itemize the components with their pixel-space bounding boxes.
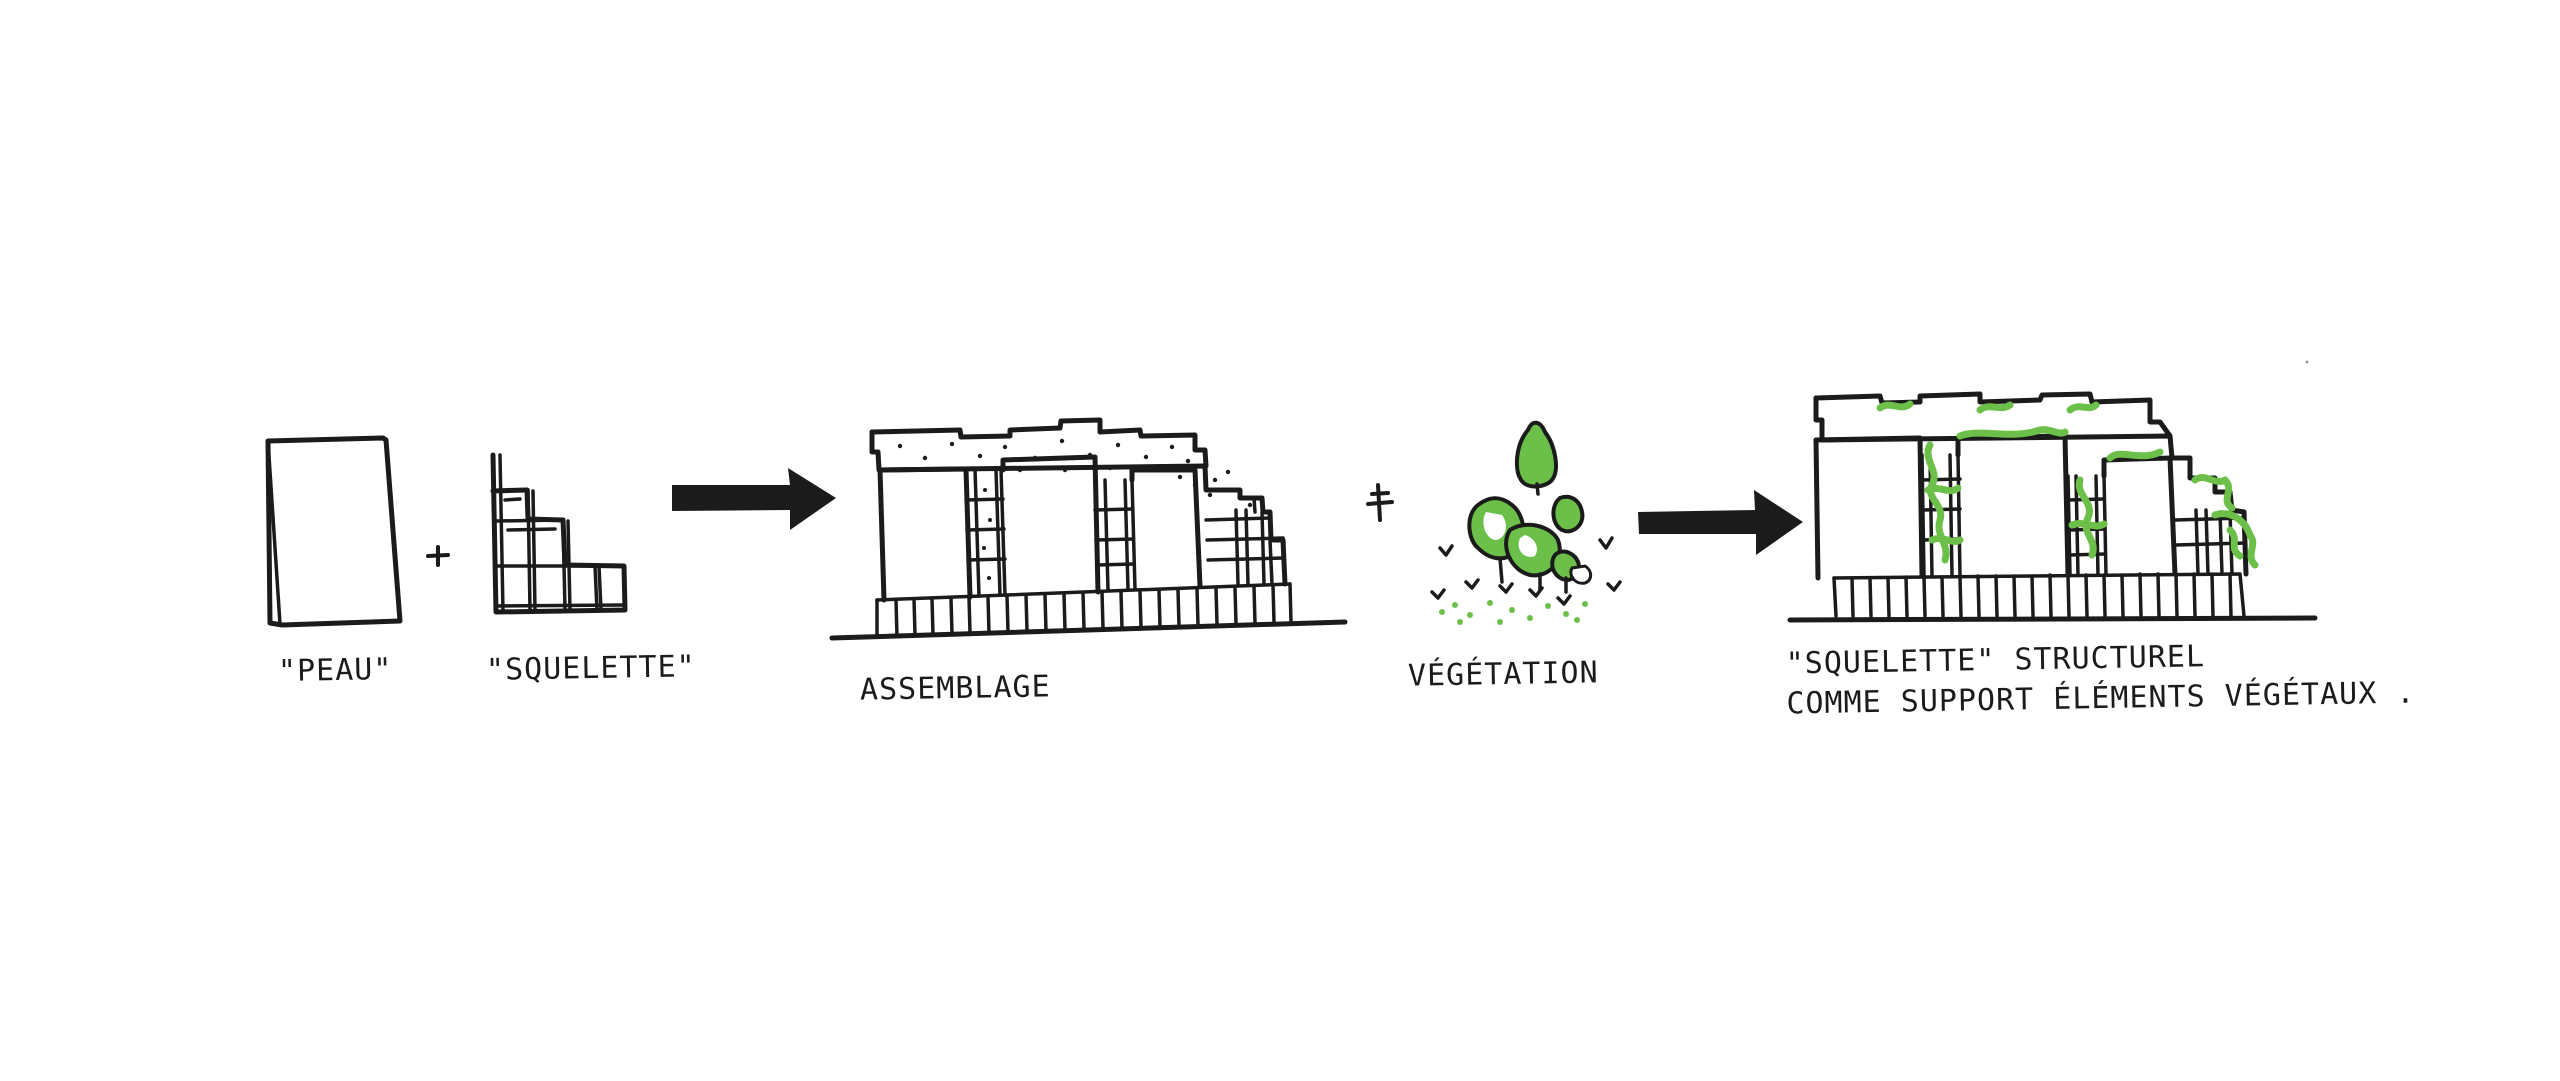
green-vegetation (1876, 400, 2259, 569)
label-peau: "PEAU" (277, 652, 393, 689)
plus-icon (426, 545, 450, 567)
vegetation-sketch (1430, 420, 1622, 625)
peau-sketch (265, 435, 403, 628)
podium-columns (894, 582, 1293, 638)
stray-dot (2305, 360, 2309, 364)
result-sketch (1787, 391, 2318, 623)
label-squelette: "SQUELETTE" (485, 649, 696, 688)
green-dots (1439, 600, 1588, 625)
label-vegetation: VÉGÉTATION (1407, 655, 1599, 694)
arrow-right-icon (672, 468, 836, 530)
label-assemblage: ASSEMBLAGE (859, 669, 1051, 708)
assemblage-sketch (829, 417, 1348, 641)
label-result: "SQUELETTE" STRUCTUREL COMME SUPPORT ÉLÉ… (1785, 635, 2415, 723)
podium-columns (1850, 572, 2233, 618)
squelette-sketch (490, 452, 628, 615)
plus-icon (1366, 483, 1394, 522)
shrubs (1430, 536, 1622, 606)
arrow-right-icon (1638, 490, 1803, 555)
